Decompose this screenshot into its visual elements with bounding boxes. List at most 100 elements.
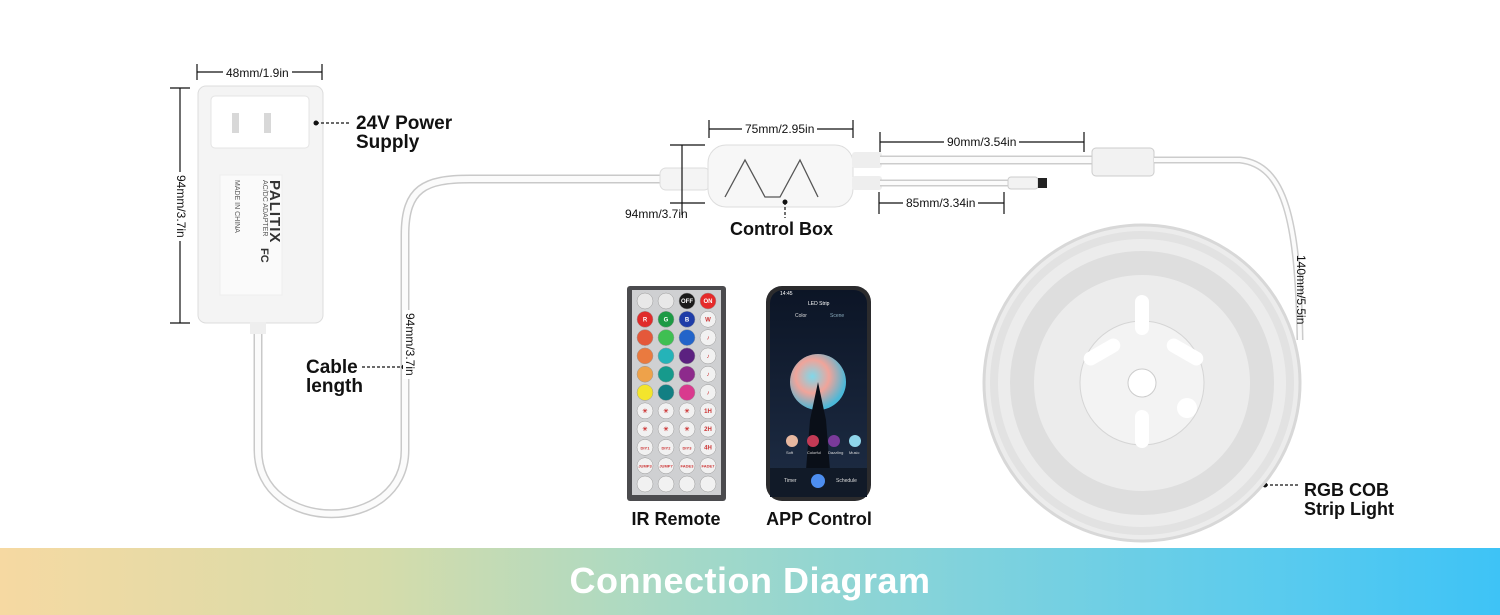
remote-button-label: ON xyxy=(704,299,713,305)
fcc-mark: FC xyxy=(258,248,270,263)
adapter-height-dimension: 94mm/3.7in xyxy=(174,172,188,241)
app-control-caption: APP Control xyxy=(766,509,872,529)
remote-button[interactable] xyxy=(678,365,696,383)
remote-button[interactable] xyxy=(636,311,654,328)
remote-button-label: ♪ xyxy=(707,336,710,342)
remote-button[interactable] xyxy=(678,347,696,365)
remote-button-label: B xyxy=(685,317,690,323)
adapter-width-dimension: 48mm/1.9in xyxy=(223,66,292,80)
lower-cable-dimension: 85mm/3.34in xyxy=(903,196,979,210)
remote-button[interactable] xyxy=(657,311,675,328)
smartphone xyxy=(766,286,871,501)
remote-button[interactable] xyxy=(699,311,717,328)
remote-button[interactable] xyxy=(657,420,675,438)
ir-remote-caption: IR Remote xyxy=(631,509,721,529)
remote-button[interactable] xyxy=(657,347,675,365)
remote-button[interactable] xyxy=(678,311,696,328)
remote-button[interactable] xyxy=(657,384,675,401)
remote-button[interactable] xyxy=(636,329,654,346)
remote-button[interactable] xyxy=(657,329,675,346)
remote-button-label: ♪ xyxy=(707,391,710,397)
remote-button[interactable] xyxy=(699,329,717,346)
scene-thumbnail[interactable] xyxy=(786,435,798,447)
remote-button[interactable] xyxy=(699,347,717,365)
strip-light-label-line2: Strip Light xyxy=(1304,499,1394,519)
remote-button[interactable] xyxy=(699,384,717,401)
adapter-type: AC/DC ADAPTER xyxy=(261,180,268,237)
remote-button[interactable] xyxy=(678,439,696,456)
power-supply-label-line1: 24V Power xyxy=(356,113,453,134)
remote-button[interactable] xyxy=(699,402,717,420)
remote-button-label: ♪ xyxy=(707,354,710,360)
remote-button-label: JUMP7 xyxy=(659,464,673,469)
remote-button[interactable] xyxy=(699,475,717,493)
title-banner: Connection Diagram xyxy=(0,548,1500,615)
scene-label: Soft xyxy=(786,450,794,455)
remote-button-label: 1H xyxy=(704,409,712,415)
strip-light-label-line1: RGB COB xyxy=(1304,480,1389,500)
remote-button[interactable] xyxy=(678,475,696,493)
remote-button[interactable] xyxy=(636,384,654,401)
remote-button-label: DIY1 xyxy=(641,445,651,450)
remote-button[interactable] xyxy=(678,329,696,346)
remote-button-label: G xyxy=(664,317,669,323)
remote-button[interactable] xyxy=(657,292,675,310)
phone-tab-scene[interactable]: Scene xyxy=(830,313,845,319)
remote-button[interactable] xyxy=(678,457,696,474)
remote-button-label: ☀ xyxy=(684,426,689,433)
control-box-label: Control Box xyxy=(730,219,833,239)
remote-button[interactable] xyxy=(636,420,654,438)
remote-button-label: 2H xyxy=(704,427,712,433)
remote-button[interactable] xyxy=(657,439,675,456)
remote-button[interactable] xyxy=(636,365,654,383)
remote-button-label: FADE3 xyxy=(681,464,695,469)
strip-cable-dimension: 140mm/5.5in xyxy=(1294,255,1308,325)
remote-button[interactable] xyxy=(699,457,717,474)
remote-button[interactable] xyxy=(657,402,675,420)
remote-button[interactable] xyxy=(636,347,654,365)
remote-button[interactable] xyxy=(678,384,696,401)
remote-button-label: R xyxy=(643,317,648,323)
power-supply-label-line2: Supply xyxy=(356,132,420,153)
phone-schedule-button[interactable]: Schedule xyxy=(836,478,857,484)
remote-button[interactable] xyxy=(699,439,717,456)
remote-button-label: ☀ xyxy=(684,408,689,415)
remote-button[interactable] xyxy=(636,475,654,493)
remote-button-label: FADE7 xyxy=(702,464,716,469)
remote-button[interactable] xyxy=(699,420,717,438)
remote-button-label: DIY2 xyxy=(662,445,672,450)
phone-tab-color[interactable]: Color xyxy=(795,313,807,319)
remote-button[interactable] xyxy=(699,292,717,310)
remote-button[interactable] xyxy=(678,402,696,420)
scene-label: Colorful xyxy=(807,450,821,455)
remote-button[interactable] xyxy=(636,439,654,456)
phone-timer-button[interactable]: Timer xyxy=(784,478,797,484)
remote-button[interactable] xyxy=(678,292,696,310)
scene-thumbnail[interactable] xyxy=(828,435,840,447)
scene-label: Music xyxy=(849,450,860,455)
remote-button-label: JUMP3 xyxy=(638,464,652,469)
remote-button-label: ☀ xyxy=(642,408,647,415)
remote-button-label: ♪ xyxy=(707,372,710,378)
control-box xyxy=(659,144,1155,208)
remote-button[interactable] xyxy=(636,292,654,310)
remote-button[interactable] xyxy=(657,457,675,474)
scene-thumbnail[interactable] xyxy=(849,435,861,447)
remote-button[interactable] xyxy=(678,420,696,438)
scene-thumbnail[interactable] xyxy=(807,435,819,447)
cable-length-label-line2: length xyxy=(306,376,363,397)
banner-title: Connection Diagram xyxy=(569,560,931,601)
remote-button[interactable] xyxy=(657,475,675,493)
power-adapter xyxy=(197,85,324,334)
remote-button[interactable] xyxy=(636,402,654,420)
remote-button[interactable] xyxy=(657,365,675,383)
upper-cable-dimension: 90mm/3.54in xyxy=(944,135,1020,149)
remote-button-label: ☀ xyxy=(642,426,647,433)
remote-button[interactable] xyxy=(699,365,717,383)
remote-button[interactable] xyxy=(636,457,654,474)
phone-app-title: LED Strip xyxy=(808,301,830,307)
